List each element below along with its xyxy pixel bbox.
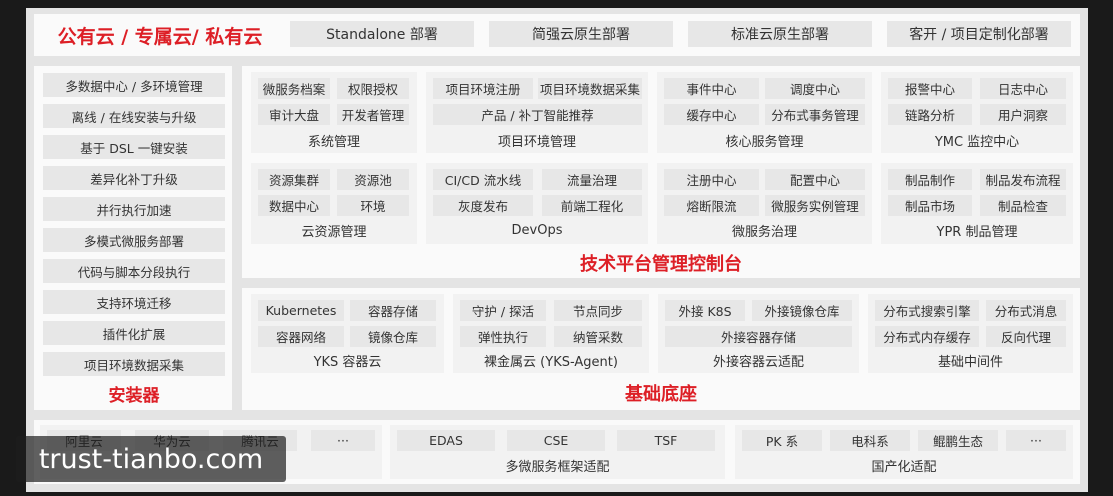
platform-item: 配置中心: [765, 169, 865, 190]
base-item: 守护 / 探活: [460, 300, 546, 321]
platform-item: 微服务实例管理: [765, 195, 865, 216]
platform-item: 开发者管理: [337, 104, 409, 125]
platform-item: 注册中心: [664, 169, 759, 190]
base-item: 分布式消息: [986, 300, 1066, 321]
platform-group-label: DevOps: [511, 223, 563, 238]
base-group-label: 基础中间件: [937, 355, 1003, 370]
bottom-item: CSE: [507, 430, 605, 451]
base-item: 镜像仓库: [350, 326, 436, 347]
base-item: 纳管采数: [554, 326, 642, 347]
platform-group-label: 核心服务管理: [725, 135, 804, 150]
bottom-item: PK 系: [742, 430, 822, 451]
platform-item: 链路分析: [888, 104, 972, 125]
platform-item: 制品发布流程: [980, 169, 1066, 190]
platform-item: 分布式事务管理: [765, 104, 865, 125]
platform-item: 审计大盘: [258, 104, 330, 125]
installer-item: 离线 / 在线安装与升级: [43, 104, 225, 128]
platform-item: 资源池: [337, 169, 409, 190]
installer-item: 代码与脚本分段执行: [43, 259, 225, 283]
platform-title: 技术平台管理控制台: [580, 254, 742, 275]
bottom-item: ···: [311, 430, 375, 451]
base-item: 容器存储: [350, 300, 436, 321]
platform-group-label: 项目环境管理: [497, 135, 576, 150]
installer-item: 差异化补丁升级: [43, 166, 225, 190]
deploy-tag-custom-project: 客开 / 项目定制化部署: [887, 21, 1071, 47]
platform-item: 报警中心: [888, 78, 972, 99]
installer-item: 项目环境数据采集: [43, 352, 225, 376]
installer-item: 支持环境迁移: [43, 290, 225, 314]
base-item: 反向代理: [986, 326, 1066, 347]
bottom-item: EDAS: [397, 430, 495, 451]
bottom-item: 电科系: [830, 430, 910, 451]
bottom-item: TSF: [617, 430, 715, 451]
platform-item: 微服务档案: [258, 78, 330, 99]
platform-item: 流量治理: [542, 169, 642, 190]
base-item: 外接镜像仓库: [752, 300, 852, 321]
bottom-item: ···: [1006, 430, 1066, 451]
base-title: 基础底座: [625, 384, 697, 405]
platform-item: 制品市场: [888, 195, 972, 216]
deploy-tag-standard-cloud-native: 标准云原生部署: [688, 21, 872, 47]
platform-item: 资源集群: [258, 169, 330, 190]
platform-item: 用户洞察: [980, 104, 1066, 125]
platform-item: 权限授权: [337, 78, 409, 99]
platform-item: 制品制作: [888, 169, 972, 190]
installer-item: 多数据中心 / 多环境管理: [43, 73, 225, 97]
installer-item: 多模式微服务部署: [43, 228, 225, 252]
base-item: 外接 K8S: [665, 300, 745, 321]
platform-item: 项目环境注册: [433, 78, 533, 99]
bottom-group-label: 多微服务框架适配: [505, 460, 610, 475]
site-watermark: trust-tianbo.com: [16, 436, 286, 482]
platform-item: 前端工程化: [542, 195, 642, 216]
base-group-label: 裸金属云 (YKS-Agent): [484, 355, 618, 370]
base-group-label: YKS 容器云: [313, 355, 382, 370]
base-item: 分布式搜索引擎: [875, 300, 979, 321]
deploy-tag-standalone: Standalone 部署: [290, 21, 474, 47]
platform-group-label: 微服务治理: [731, 225, 797, 240]
platform-item: 环境: [337, 195, 409, 216]
base-group-label: 外接容器云适配: [712, 355, 804, 370]
deploy-tag-simplified-cloud-native: 简强云原生部署: [489, 21, 673, 47]
base-item: 外接容器存储: [665, 326, 852, 347]
platform-item: 缓存中心: [664, 104, 759, 125]
base-item: 分布式内存缓存: [875, 326, 979, 347]
platform-group-label: YPR 制品管理: [936, 225, 1018, 240]
platform-group-label: 系统管理: [307, 135, 360, 150]
base-item: 容器网络: [258, 326, 344, 347]
platform-item: 制品检查: [980, 195, 1066, 216]
base-item: 节点同步: [554, 300, 642, 321]
installer-title: 安装器: [108, 385, 160, 406]
platform-group-label: YMC 监控中心: [934, 135, 1020, 150]
bottom-group-label: 国产化适配: [871, 460, 937, 475]
base-item: 弹性执行: [460, 326, 546, 347]
platform-item: CI/CD 流水线: [433, 169, 533, 190]
platform-item: 灰度发布: [433, 195, 533, 216]
platform-item: 数据中心: [258, 195, 330, 216]
platform-item: 事件中心: [664, 78, 759, 99]
platform-item: 调度中心: [765, 78, 865, 99]
installer-item: 插件化扩展: [43, 321, 225, 345]
platform-item: 熔断限流: [664, 195, 759, 216]
installer-item: 并行执行加速: [43, 197, 225, 221]
platform-item: 日志中心: [980, 78, 1066, 99]
platform-item: 产品 / 补丁智能推荐: [433, 104, 642, 125]
platform-item: 项目环境数据采集: [538, 78, 642, 99]
cloud-type-title: 公有云 / 专属云/ 私有云: [57, 25, 263, 48]
installer-item: 基于 DSL 一键安装: [43, 135, 225, 159]
base-item: Kubernetes: [258, 300, 344, 321]
platform-group-label: 云资源管理: [301, 225, 367, 240]
bottom-item: 鲲鹏生态: [918, 430, 998, 451]
